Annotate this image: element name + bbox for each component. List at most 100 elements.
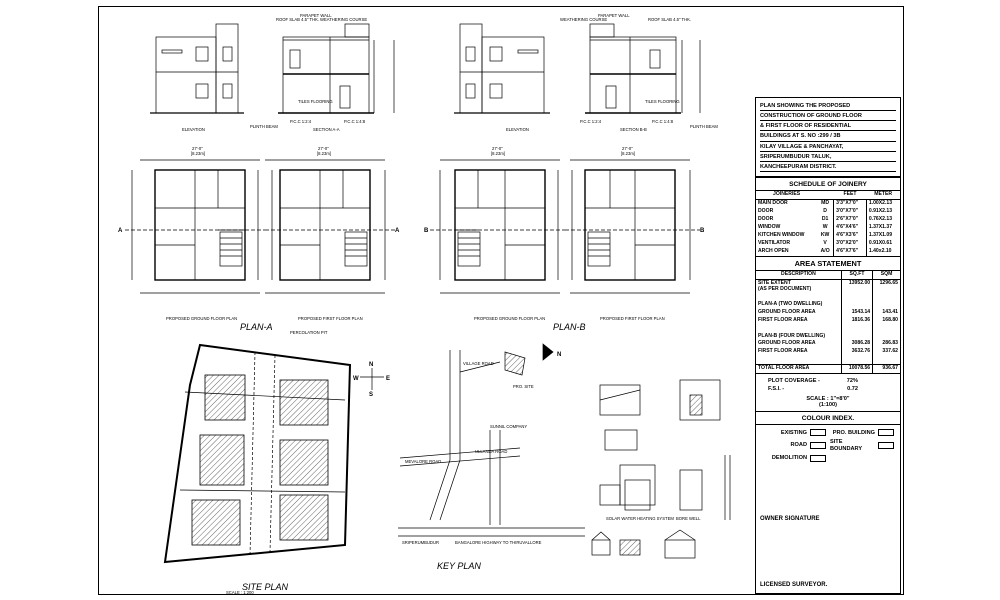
- joinery-col-code: [817, 191, 834, 201]
- site-extent-sub: (AS PER DOCUMENT): [758, 285, 812, 292]
- joinery-cell: 3'0"X7'0": [833, 208, 867, 217]
- label-tiles-flooring-b: TILES FLOORING: [645, 99, 680, 104]
- colour-index: EXISTING PRO. BUILDING ROAD SITE BOUNDAR…: [756, 425, 900, 465]
- compass-south: S: [369, 392, 373, 398]
- colour-swatch: [878, 429, 894, 437]
- owner-signature-label: OWNER SIGNATURE: [760, 516, 820, 522]
- title-block-panel: PLAN SHOWING THE PROPOSED CONSTRUCTION O…: [755, 97, 901, 594]
- joinery-cell: 0.91X2.13: [865, 208, 900, 217]
- label-highway: BANGALORE HIGHWAY TO THIRUVALLORE: [455, 540, 542, 545]
- section-aa: [278, 23, 395, 114]
- colour-label: ROAD: [790, 442, 807, 449]
- area-cell: 143.41: [872, 309, 900, 317]
- joinery-col-joineries: JOINERIES: [756, 191, 818, 201]
- label-pcc-148-b: P.C.C 1:4:8: [652, 119, 674, 124]
- joinery-cell: D1: [821, 216, 829, 223]
- joinery-cell: MD: [821, 200, 830, 207]
- area-cell: 168.80: [872, 316, 900, 325]
- area-cell: 1816.36: [840, 316, 873, 325]
- label-pcc-124-b: P.C.C 1:2:4: [580, 119, 602, 124]
- dim-plan-a-first-m: [8.23m]: [317, 151, 331, 156]
- area-col-description: DESCRIPTION: [756, 271, 842, 281]
- label-weathering-course-b: WEATHERING COURSE: [560, 17, 607, 22]
- area-col-sqm: SQM: [872, 271, 900, 281]
- title-line: BUILDINGS AT S. NO :299 / 3B: [760, 131, 896, 142]
- colour-label: DEMOLITION: [771, 455, 807, 462]
- joinery-cell: MAIN DOOR: [758, 200, 788, 207]
- area-cell: 337.62: [872, 348, 900, 357]
- colour-item: PRO. BUILDING: [830, 429, 894, 437]
- joinery-cell: 0.91X0.61: [865, 240, 900, 249]
- area-cell: 1543.14: [840, 309, 873, 317]
- joinery-cell: VENTILATOR: [758, 240, 791, 247]
- area-cell: 286.83: [872, 340, 900, 349]
- area-heading: AREA STATEMENT: [756, 255, 900, 272]
- joinery-cell: V: [823, 240, 827, 247]
- label-plan-b-first: PROPOSED FIRST FLOOR PLAN: [600, 316, 665, 321]
- dim-plan-b-first-m: [8.23m]: [621, 151, 635, 156]
- label-pcc-124: P.C.C 1:2:4: [290, 119, 312, 124]
- area-cell: FIRST FLOOR AREA: [758, 348, 808, 355]
- table-row: PLAN-A (TWO DWELLING): [756, 301, 900, 309]
- dim-plan-a-first: 27'-0": [318, 146, 329, 151]
- dim-plan-a-ground-m: [8.23m]: [191, 151, 205, 156]
- label-plan-b-ground: PROPOSED GROUND FLOOR PLAN: [474, 316, 545, 321]
- label-section-bb: SECTION B-B: [620, 127, 647, 132]
- joinery-header-row: JOINERIES FEET METER: [756, 191, 900, 201]
- joinery-cell: 4'6"X4'6": [833, 224, 867, 233]
- section-mark-b-left: B: [424, 228, 429, 234]
- section-mark-a-right: A: [395, 228, 400, 234]
- title-line: & FIRST FLOOR OF RESIDENTIAL: [760, 121, 896, 132]
- label-elevation-a: ELEVATION: [182, 127, 205, 132]
- label-sunnil-company: SUNNIL COMPANY: [490, 424, 527, 429]
- dim-plan-a-ground: 27'-0": [192, 146, 203, 151]
- plan-b-first-floor: [570, 159, 691, 294]
- section-mark-a-left: A: [118, 228, 123, 234]
- area-cell: FIRST FLOOR AREA: [758, 317, 808, 324]
- plot-coverage-label: PLOT COVERAGE -: [768, 377, 820, 384]
- area-cell: 936.67: [872, 364, 900, 373]
- joinery-heading: SCHEDULE OF JOINERY: [756, 176, 900, 192]
- label-roof-slab: ROOF SLAB 4.5" THK.: [276, 17, 319, 22]
- joinery-cell: 1.00X2.13: [865, 199, 900, 209]
- colour-item: DEMOLITION: [762, 454, 826, 462]
- joinery-cell: W: [822, 224, 828, 231]
- area-header-row: DESCRIPTION SQ.FT SQM: [756, 271, 900, 281]
- section-mark-b-right: B: [700, 228, 705, 234]
- label-solar-heater: SOLAR WATER HEATING SYSTEM: [606, 516, 674, 521]
- joinery-cell: DOOR: [758, 208, 774, 215]
- label-pcc-148: P.C.C 1:4:8: [344, 119, 366, 124]
- plan-a-first-floor: [265, 159, 386, 294]
- colour-label: SITE BOUNDARY: [830, 439, 863, 452]
- label-parapet-wall: PARAPET WALL: [300, 13, 332, 18]
- area-col-sqft: SQ.FT: [840, 271, 873, 281]
- colour-index-heading: COLOUR INDEX.: [756, 411, 900, 426]
- summary-block: PLOT COVERAGE -72% F.S.I. -0.72 SCALE : …: [756, 372, 900, 412]
- site-extent-label: SITE EXTENT: [758, 280, 791, 287]
- plan-a-heading: PLAN-A (TWO DWELLING): [758, 301, 823, 308]
- table-row: SITE EXTENT(AS PER DOCUMENT) 13952.00 12…: [756, 279, 900, 294]
- label-elevation-b: ELEVATION: [506, 127, 529, 132]
- joinery-cell: KW: [820, 232, 830, 239]
- joinery-cell: D: [823, 208, 827, 215]
- plan-b-heading: PLAN-B (FOUR DWELLING): [758, 332, 826, 339]
- label-pro-site: PRO. SITE: [513, 384, 534, 389]
- label-plan-a-first: PROPOSED FIRST FLOOR PLAN: [298, 316, 363, 321]
- compass-north: N: [369, 362, 373, 368]
- area-cell: 3632.76: [840, 348, 873, 357]
- colour-item: ROAD: [762, 439, 826, 451]
- label-bore-well: BORE WELL: [676, 516, 701, 521]
- compass-west: W: [353, 376, 359, 382]
- scale-label: SCALE : 1"=8'0": [806, 395, 850, 402]
- area-cell: 13952.00: [840, 279, 873, 294]
- label-section-aa: SECTION A-A: [313, 127, 340, 132]
- label-plinth-beam: PLINTH BEAM: [250, 124, 278, 129]
